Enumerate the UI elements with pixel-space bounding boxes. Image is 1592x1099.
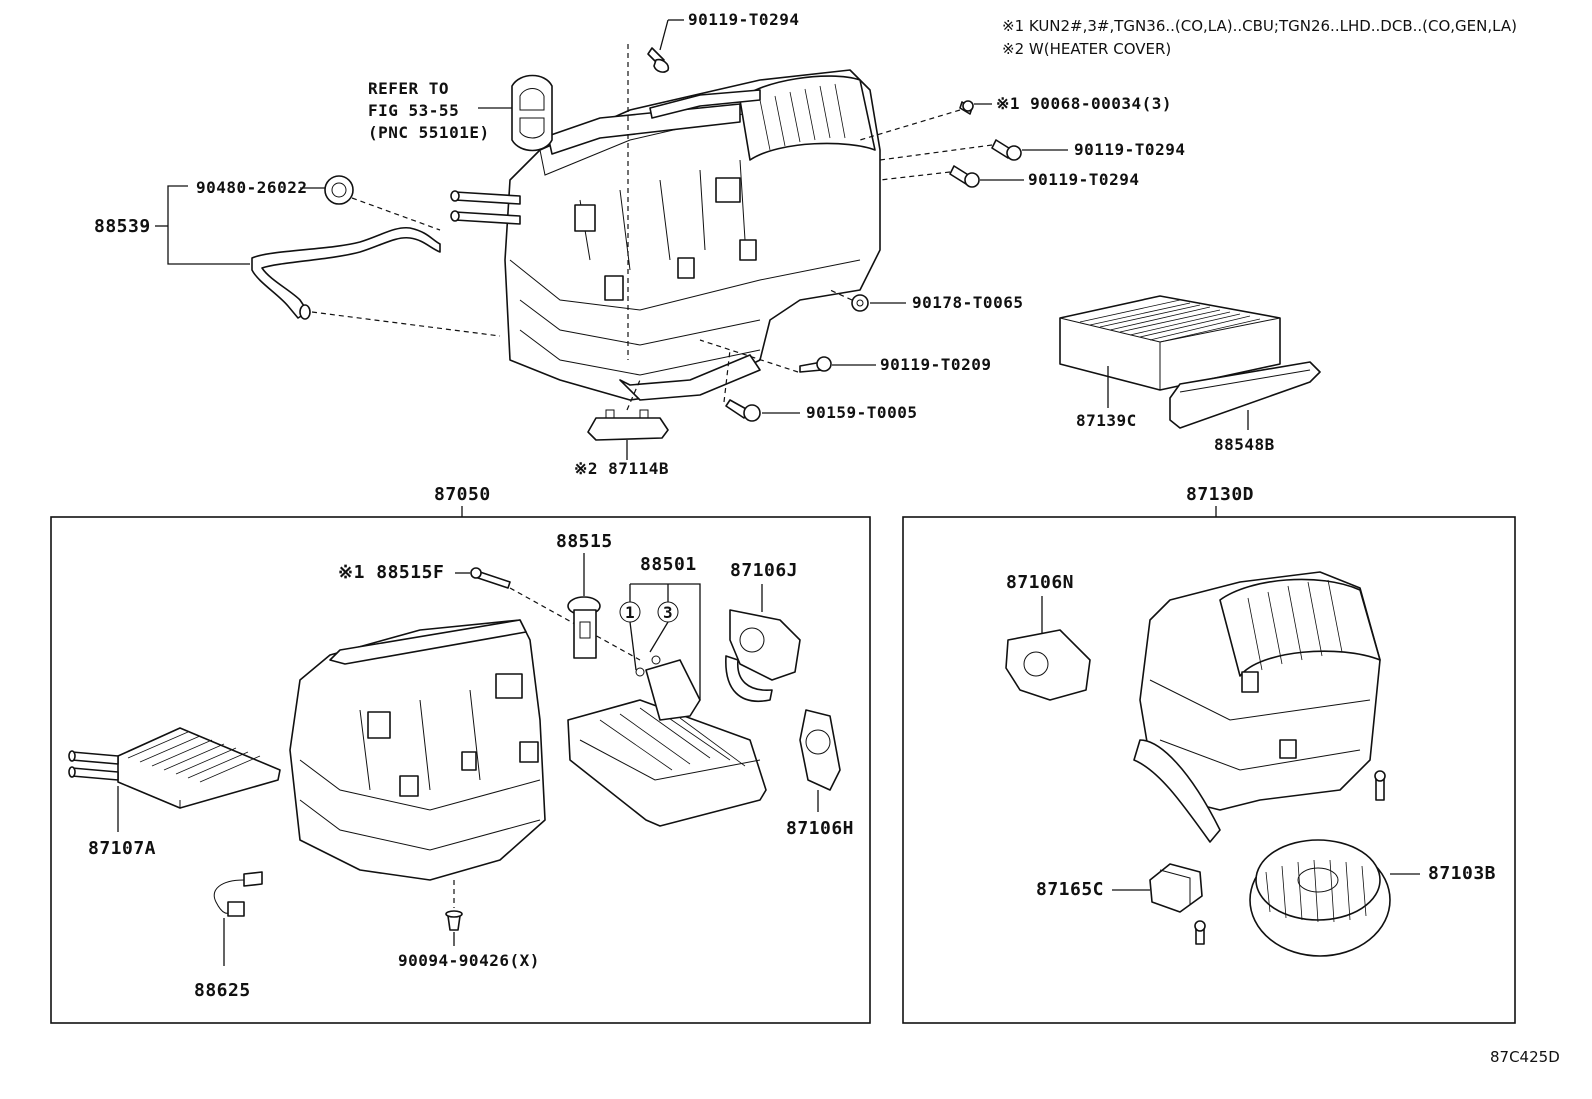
note-1: ※1 KUN2#,3#,TGN36..(CO,LA)..CBU;TGN26..L… [1002, 17, 1517, 35]
figure-code: 87C425D [1490, 1048, 1560, 1066]
label-90159: 90159-T0005 [806, 403, 917, 422]
right-box-title: 87130D [1186, 484, 1254, 505]
heater-cover [587, 409, 669, 441]
label-90119-r2: 90119-T0294 [1028, 170, 1139, 189]
bolt-90119-top [647, 47, 670, 73]
label-87106h: 87106H [786, 818, 854, 839]
servo-motor-87106j [725, 609, 801, 702]
label-90119-top: 90119-T0294 [688, 10, 799, 29]
hvac-unit-assembly [450, 69, 881, 401]
temperature-sensor [213, 871, 263, 917]
blower-unit-housing [1133, 571, 1381, 843]
refer-line-3: (PNC 55101E) [368, 123, 490, 142]
label-88515: 88515 [556, 531, 613, 552]
servo-motor-87106n [1005, 629, 1091, 701]
label-90119-t0209: 90119-T0209 [880, 355, 991, 374]
label-87139c: 87139C [1076, 411, 1137, 430]
evaporator-core [567, 659, 767, 827]
label-88625: 88625 [194, 980, 251, 1001]
gasket-part [511, 74, 553, 152]
label-87107a: 87107A [88, 838, 156, 859]
refer-line-2: FIG 53-55 [368, 101, 459, 120]
label-88501: 88501 [640, 554, 697, 575]
bolt-90119-r1 [991, 139, 1022, 161]
bolt-90068 [959, 100, 974, 115]
label-90119-r1: 90119-T0294 [1074, 140, 1185, 159]
ref-circle-3-text: 3 [663, 603, 673, 622]
filter-cover [1169, 361, 1321, 429]
label-90094: 90094-90426(X) [398, 951, 540, 970]
grommet-90480 [324, 175, 354, 205]
bolt-90159 [725, 399, 761, 422]
right-box-frame [902, 516, 1516, 1024]
heater-core [68, 727, 281, 809]
label-90480: 90480-26022 [196, 178, 307, 197]
label-88539: 88539 [94, 216, 151, 237]
note-2: ※2 W(HEATER COVER) [1002, 40, 1171, 58]
label-87165c: 87165C [1036, 879, 1104, 900]
expansion-valve [567, 596, 601, 659]
label-90178: 90178-T0065 [912, 293, 1023, 312]
refer-line-1: REFER TO [368, 79, 449, 98]
drain-hose [251, 226, 441, 320]
screw-right-lower [1194, 920, 1206, 945]
blower-resistor [1149, 863, 1203, 913]
air-filter [1059, 295, 1281, 391]
bolt-90119-t0209 [799, 356, 832, 373]
left-box-frame [50, 516, 871, 1024]
label-90068: ※1 90068-00034(3) [996, 94, 1172, 113]
label-87114b: ※2 87114B [574, 459, 669, 478]
label-87106j: 87106J [730, 560, 798, 581]
left-box-title: 87050 [434, 484, 491, 505]
label-88548b: 88548B [1214, 435, 1275, 454]
screw-90094 [445, 910, 463, 931]
screw-right-upper [1374, 770, 1386, 801]
label-87103b: 87103B [1428, 863, 1496, 884]
label-88515f: ※1 88515F [338, 562, 444, 583]
servo-motor-87106h [799, 709, 841, 791]
heater-unit-housing [289, 619, 546, 881]
label-87106n: 87106N [1006, 572, 1074, 593]
ref-circle-1-text: 1 [625, 603, 635, 622]
blower-motor [1249, 839, 1391, 957]
bolt-90119-r2 [949, 165, 980, 188]
screw-88515f [470, 567, 511, 589]
nut-90178 [851, 294, 869, 312]
